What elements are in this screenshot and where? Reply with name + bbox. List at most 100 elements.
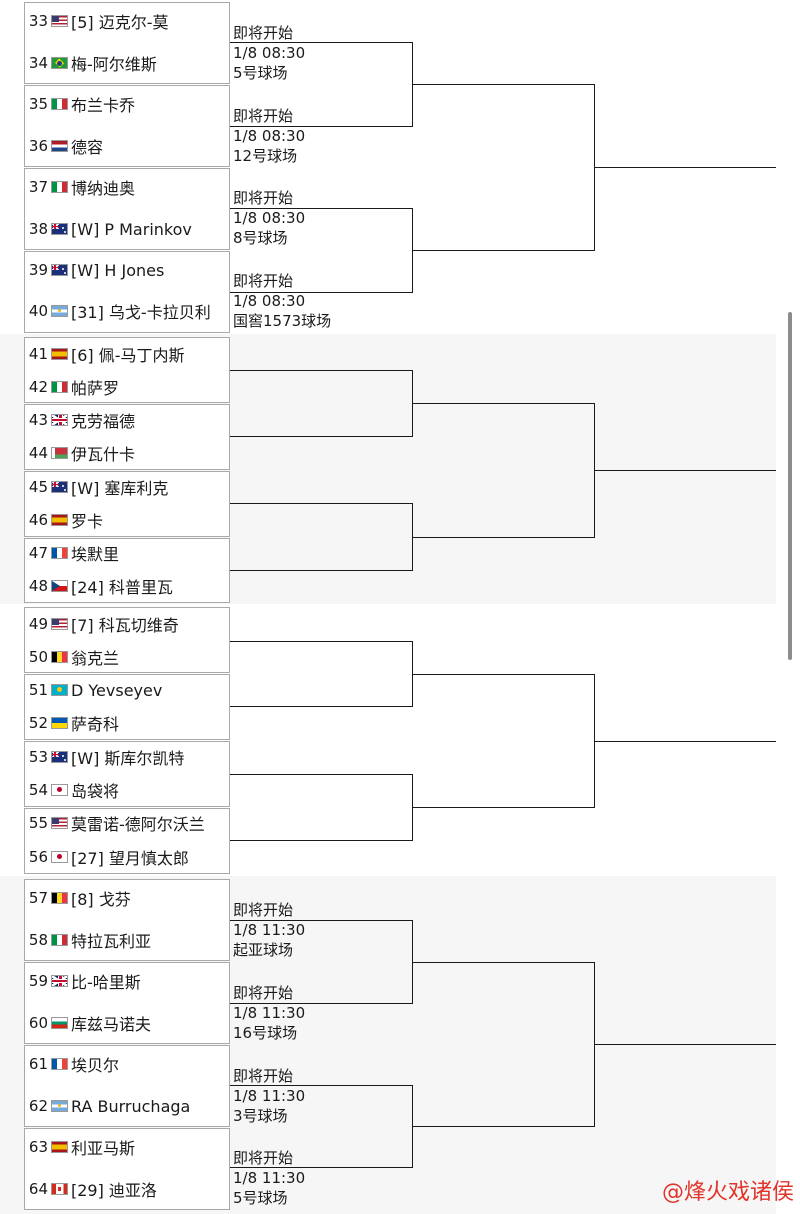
draw-number: 52 — [28, 714, 48, 732]
draw-number: 48 — [28, 577, 48, 595]
player-row[interactable]: 60 库兹马诺夫 — [24, 1008, 230, 1038]
bracket-line — [230, 840, 412, 841]
player-row[interactable]: 51 D Yevseyev — [24, 675, 230, 705]
player-name: 埃贝尔 — [71, 1056, 120, 1075]
ita-flag-icon — [51, 934, 68, 946]
match-time: 1/8 11:30 — [233, 1169, 306, 1187]
player-row[interactable]: 38[W] P Marinkov — [24, 214, 230, 244]
player-name: 库兹马诺夫 — [71, 1015, 152, 1034]
player-name: [W] H Jones — [71, 260, 165, 280]
bracket-line — [594, 167, 776, 168]
draw-number: 37 — [28, 178, 48, 196]
player-row[interactable]: 40 [31] 乌戈-卡拉贝利 — [24, 296, 230, 326]
bracket-line — [594, 470, 776, 471]
match-box[interactable] — [24, 251, 230, 333]
player-name: 克劳福德 — [71, 412, 136, 431]
bracket-line — [230, 42, 412, 43]
player-row[interactable]: 45[W] 塞库利克 — [24, 472, 230, 502]
bracket-line — [230, 774, 412, 775]
player-row[interactable]: 39[W] H Jones — [24, 255, 230, 285]
player-row[interactable]: 56[27] 望月慎太郎 — [24, 842, 230, 872]
bracket-line — [412, 403, 594, 404]
bracket-line — [230, 1167, 412, 1168]
match-status: 即将开始 — [233, 984, 294, 1002]
match-status: 即将开始 — [233, 1149, 294, 1167]
bracket-line — [230, 503, 412, 504]
esp-flag-icon — [51, 1141, 68, 1153]
match-court: 5号球场 — [233, 64, 288, 82]
match-status: 即将开始 — [233, 1067, 294, 1085]
draw-number: 40 — [28, 302, 48, 320]
draw-number: 47 — [28, 544, 48, 562]
jpn-flag-icon — [51, 851, 68, 863]
draw-number: 54 — [28, 781, 48, 799]
player-name: [8] 戈芬 — [71, 890, 131, 909]
bracket-line — [230, 436, 412, 437]
match-status: 即将开始 — [233, 107, 294, 125]
aus-flag-icon — [51, 481, 68, 493]
match-status: 即将开始 — [233, 24, 294, 42]
draw-number: 60 — [28, 1014, 48, 1032]
usa-flag-icon — [51, 817, 68, 829]
player-row[interactable]: 57 [8] 戈芬 — [24, 883, 230, 913]
match-court: 5号球场 — [233, 1189, 288, 1207]
player-row[interactable]: 49[7] 科瓦切维奇 — [24, 609, 230, 639]
bracket-line — [412, 537, 594, 538]
player-row[interactable]: 35 布兰卡乔 — [24, 89, 230, 119]
player-name: 帕萨罗 — [71, 379, 120, 398]
aus-flag-icon — [51, 751, 68, 763]
draw-number: 36 — [28, 137, 48, 155]
draw-number: 35 — [28, 95, 48, 113]
player-row[interactable]: 64[29] 迪亚洛 — [24, 1174, 230, 1204]
match-time: 1/8 11:30 — [233, 1087, 306, 1105]
match-info: 即将开始 1/8 11:30 5号球场 — [233, 1148, 305, 1208]
fra-flag-icon — [51, 547, 68, 559]
arg-flag-icon — [51, 305, 68, 317]
scrollbar[interactable] — [788, 312, 792, 660]
match-status: 即将开始 — [233, 272, 294, 290]
player-name: [31] 乌戈-卡拉贝利 — [71, 303, 211, 322]
player-name: 布兰卡乔 — [71, 96, 136, 115]
draw-number: 57 — [28, 889, 48, 907]
ita-flag-icon — [51, 181, 68, 193]
bracket-line — [230, 570, 412, 571]
player-name: 比-哈里斯 — [71, 973, 141, 992]
bracket-line — [230, 920, 412, 921]
draw-number: 44 — [28, 444, 48, 462]
gbr-flag-icon — [51, 414, 68, 426]
player-row[interactable]: 41[6] 佩-马丁内斯 — [24, 339, 230, 369]
draw-number: 41 — [28, 345, 48, 363]
player-row[interactable]: 48[24] 科普里瓦 — [24, 571, 230, 601]
bracket-line — [412, 962, 594, 963]
match-time: 1/8 11:30 — [233, 1004, 306, 1022]
bracket-line — [412, 250, 594, 251]
draw-number: 51 — [28, 681, 48, 699]
draw-number: 46 — [28, 511, 48, 529]
usa-flag-icon — [51, 15, 68, 27]
match-box[interactable] — [24, 85, 230, 167]
player-row[interactable]: 33[5] 迈克尔-莫 — [24, 6, 230, 36]
can-flag-icon — [51, 1183, 68, 1195]
player-name: D Yevseyev — [71, 680, 163, 700]
player-row[interactable]: 53[W] 斯库尔凯特 — [24, 742, 230, 772]
aus-flag-icon — [51, 264, 68, 276]
aus-flag-icon — [51, 223, 68, 235]
jpn-flag-icon — [51, 784, 68, 796]
